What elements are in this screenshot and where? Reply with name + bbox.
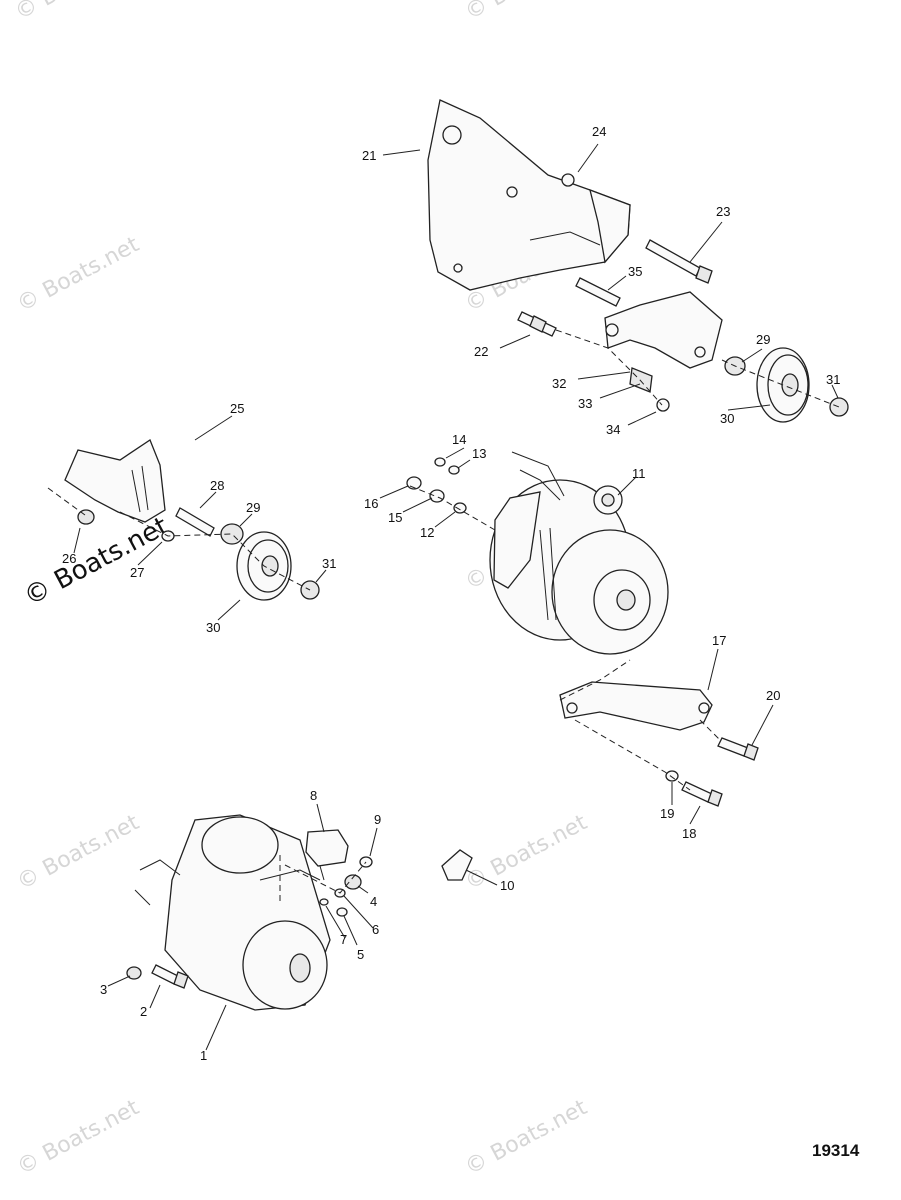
washer-12-shape — [453, 502, 467, 514]
nut-14-shape — [434, 457, 446, 467]
callout-31-left: 31 — [322, 556, 336, 571]
callout-7: 7 — [340, 932, 347, 947]
part-callouts: 21 24 23 35 22 32 33 34 29 31 30 25 26 2… — [62, 124, 840, 1063]
callout-19: 19 — [660, 806, 674, 821]
callout-27: 27 — [130, 565, 144, 580]
brace-32-shape — [604, 291, 723, 369]
washer-3-shape — [126, 966, 142, 980]
callout-26: 26 — [62, 551, 76, 566]
watermark: © Boats.net — [461, 810, 592, 895]
callout-20: 20 — [766, 688, 780, 703]
callout-25: 25 — [230, 401, 244, 416]
nut-24-shape — [561, 173, 575, 187]
brace-17-shape — [559, 681, 713, 731]
callout-24: 24 — [592, 124, 606, 139]
callout-30-upper: 30 — [720, 411, 734, 426]
adjust-brace-assembly — [559, 681, 759, 807]
nut-15-shape — [429, 489, 445, 503]
callout-32: 32 — [552, 376, 566, 391]
bolt-26-shape — [77, 509, 95, 525]
callout-30-left: 30 — [206, 620, 220, 635]
washer-7-shape — [319, 898, 329, 906]
spacer-33-shape — [629, 367, 653, 393]
callout-16: 16 — [364, 496, 378, 511]
callout-9: 9 — [374, 812, 381, 827]
callout-5: 5 — [357, 947, 364, 962]
bolt-2-shape — [151, 964, 179, 985]
callout-6: 6 — [372, 922, 379, 937]
bolt-35-shape — [575, 277, 621, 307]
bracket-25-shape — [64, 439, 166, 523]
mounting-bracket-shape — [427, 99, 631, 291]
watermark: © Boats.net — [13, 1095, 144, 1180]
watermark: © Boats.net — [13, 232, 144, 317]
callout-28: 28 — [210, 478, 224, 493]
leader-lines — [73, 143, 839, 1051]
solenoid-8-shape — [305, 829, 349, 867]
callout-22: 22 — [474, 344, 488, 359]
assembly-lines — [47, 329, 840, 905]
bolt-18-shape — [681, 781, 713, 803]
left-bracket-assembly — [64, 439, 320, 601]
callout-3: 3 — [100, 982, 107, 997]
watermark: © Boats.net — [461, 0, 592, 25]
callout-13: 13 — [472, 446, 486, 461]
callout-31-upper: 31 — [826, 372, 840, 387]
nut-13-shape — [448, 465, 460, 475]
starter-assembly — [126, 814, 473, 1011]
watermark: © Boats.net — [13, 810, 144, 895]
callout-2: 2 — [140, 1004, 147, 1019]
callout-18: 18 — [682, 826, 696, 841]
callout-23: 23 — [716, 204, 730, 219]
callout-17: 17 — [712, 633, 726, 648]
callout-11: 11 — [632, 466, 646, 481]
callout-33: 33 — [578, 396, 592, 411]
callout-4: 4 — [370, 894, 377, 909]
callout-29-upper: 29 — [756, 332, 770, 347]
bolt-20-shape — [717, 737, 749, 757]
washer-19-shape — [665, 770, 679, 782]
nut-34-shape — [656, 398, 670, 412]
nut-31-shape — [829, 397, 849, 417]
watermark-dark: © Boats.net — [19, 511, 173, 612]
callout-14: 14 — [452, 432, 466, 447]
watermark: © Boats.net — [11, 0, 142, 25]
callout-29-left: 29 — [246, 500, 260, 515]
callout-35: 35 — [628, 264, 642, 279]
callout-34: 34 — [606, 422, 620, 437]
boot-10-shape — [441, 849, 473, 881]
callout-1: 1 — [200, 1048, 207, 1063]
nut-4-shape — [344, 874, 362, 890]
callout-12: 12 — [420, 525, 434, 540]
callout-21: 21 — [362, 148, 376, 163]
figure-number: 19314 — [812, 1141, 860, 1160]
callout-15: 15 — [388, 510, 402, 525]
alternator-assembly — [406, 451, 669, 655]
callout-10: 10 — [500, 878, 514, 893]
callout-8: 8 — [310, 788, 317, 803]
upper-bracket-assembly — [427, 99, 849, 423]
washer-5-shape — [336, 907, 348, 917]
watermark: © Boats.net — [461, 1095, 592, 1180]
stud-28-shape — [175, 507, 215, 537]
bolt-23-shape — [645, 239, 701, 277]
